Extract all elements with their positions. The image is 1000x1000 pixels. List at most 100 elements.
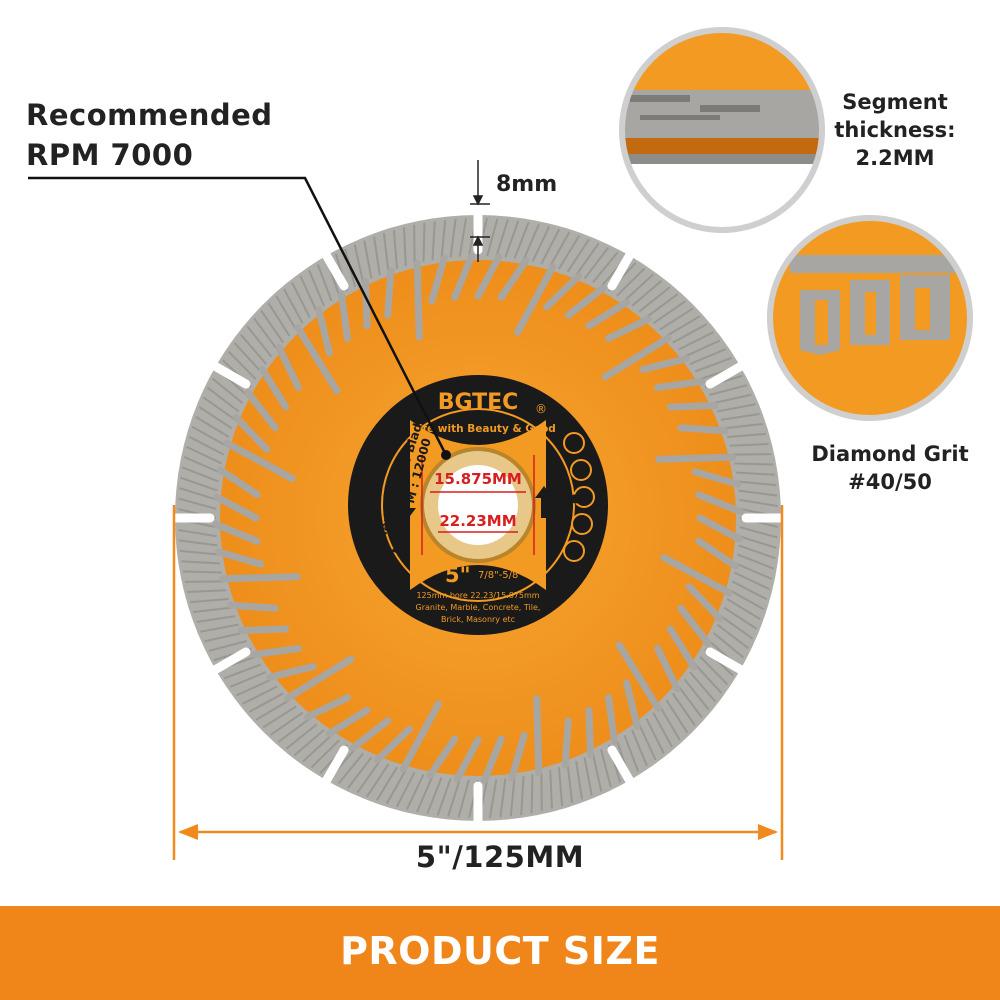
segment-thickness-line3: 2.2MM [855, 146, 935, 170]
blade-size: 5" [445, 563, 471, 587]
segment-height-label: 8mm [496, 172, 558, 197]
materials-line2: Brick, Masonry etc [441, 615, 515, 624]
turbo-segment [564, 284, 607, 319]
turbo-segment [543, 272, 583, 311]
spec-text: 125mm bore 22.23/15.875mm [416, 591, 539, 600]
turbo-segment [474, 253, 503, 300]
turbo-segment [514, 263, 557, 336]
segment-thickness-line1: Segment [842, 90, 948, 114]
turbo-segment [451, 252, 476, 301]
saw-blade: BGTEC ® Life with Beauty & Good 15.875MM… [167, 207, 789, 829]
turbo-segment [413, 259, 423, 341]
rpm-callout-line1: Recommended [26, 98, 273, 132]
turbo-segment [349, 717, 392, 752]
turbo-segment [655, 453, 737, 463]
turbo-segment [585, 298, 631, 330]
blade-gullet [320, 745, 349, 788]
turbo-segment [480, 735, 505, 784]
diamond-grit-callout: Diamond Grit #40/50 [800, 440, 980, 496]
turbo-segment [695, 491, 744, 516]
turbo-segment [223, 439, 296, 482]
turbo-segment [666, 625, 698, 671]
turbo-segment [337, 290, 352, 342]
turbo-segment [696, 514, 743, 543]
turbo-segment [258, 365, 290, 411]
turbo-segment [453, 736, 482, 783]
bore-outer-size: 15.875MM [434, 470, 522, 488]
diamond-grit-line1: Diamond Grit [811, 442, 969, 466]
turbo-segment [604, 315, 652, 342]
turbo-segment [508, 731, 528, 782]
blade-gullet [320, 248, 349, 291]
boots-icon [563, 540, 585, 562]
turbo-segment [585, 706, 594, 759]
banner-title: PRODUCT SIZE [340, 929, 660, 973]
turbo-segment [315, 306, 333, 357]
diameter-label: 5"/125MM [415, 840, 585, 874]
turbo-segment [250, 644, 302, 659]
turbo-segment [623, 679, 641, 730]
turbo-segment [232, 413, 271, 453]
materials-line1: Granite, Marble, Concrete, Tile, [416, 603, 541, 612]
turbo-segment [227, 601, 279, 612]
product-illustration: BGTEC ® Life with Beauty & Good 15.875MM… [28, 27, 973, 860]
diamond-grit-line2: #40/50 [848, 470, 932, 494]
bore-fraction: 7/8"-5/8" [478, 570, 523, 581]
product-size-banner [0, 906, 1000, 1000]
turbo-segment [677, 424, 729, 435]
turbo-segment [399, 700, 442, 773]
turbo-segment [666, 402, 719, 411]
blade-gullet [705, 647, 748, 676]
rpm-callout-line2: RPM 7000 [26, 138, 194, 172]
no-water-icon: ✱/● [556, 491, 581, 505]
turbo-segment [212, 520, 261, 545]
turbo-segment [601, 334, 672, 381]
turbo-segment [294, 324, 341, 395]
turbo-segment [533, 695, 543, 777]
turbo-segment [685, 583, 724, 623]
turbo-segment [604, 694, 619, 746]
turbo-segment [219, 573, 301, 583]
turbo-segment [654, 377, 706, 392]
turbo-segment [691, 468, 742, 488]
bore-inner-size: 22.23MM [439, 512, 516, 530]
glove-icon [571, 513, 593, 535]
safety-goggles-icon [563, 432, 585, 454]
turbo-segment [677, 604, 712, 647]
turbo-segment [216, 466, 261, 499]
ear-protection-icon [570, 459, 592, 481]
turbo-segment [214, 548, 265, 568]
segment-thickness-callout: Segment thickness: 2.2MM [820, 88, 970, 172]
turbo-segment [284, 655, 355, 702]
blade-gullet [607, 745, 636, 788]
brand-slogan: Life with Beauty & Good [412, 423, 556, 435]
turbo-segment [275, 344, 302, 392]
diameter-dimension [172, 505, 784, 860]
turbo-segment [428, 254, 448, 305]
rotation-arrow-up-icon [535, 486, 553, 518]
turbo-segment [561, 717, 572, 769]
turbo-segment [639, 355, 690, 373]
blade-gullet [208, 360, 251, 389]
rpm-pointer-line [28, 176, 447, 454]
brand-logo: BGTEC [438, 390, 519, 415]
turbo-segment [373, 725, 413, 764]
mask-icon [573, 486, 595, 508]
blade-gullet [208, 647, 251, 676]
registered-mark: ® [535, 402, 547, 416]
turbo-segment [426, 735, 459, 780]
segment-thickness-line2: thickness: [834, 118, 956, 142]
turbo-segment [362, 277, 371, 330]
diamond-grit-zoom [767, 215, 973, 421]
segment-thickness-zoom [619, 27, 825, 233]
turbo-segment [695, 537, 740, 570]
turbo-segment [497, 256, 530, 301]
turbo-segment [325, 706, 371, 738]
blade-gullet [705, 360, 748, 389]
turbo-segment [266, 663, 317, 681]
safety-icons: ✱/● [556, 432, 595, 562]
turbo-segment [304, 694, 352, 721]
bore-hole [438, 465, 518, 545]
rotation-arrow-icon [398, 488, 416, 520]
turbo-segment [384, 267, 395, 319]
